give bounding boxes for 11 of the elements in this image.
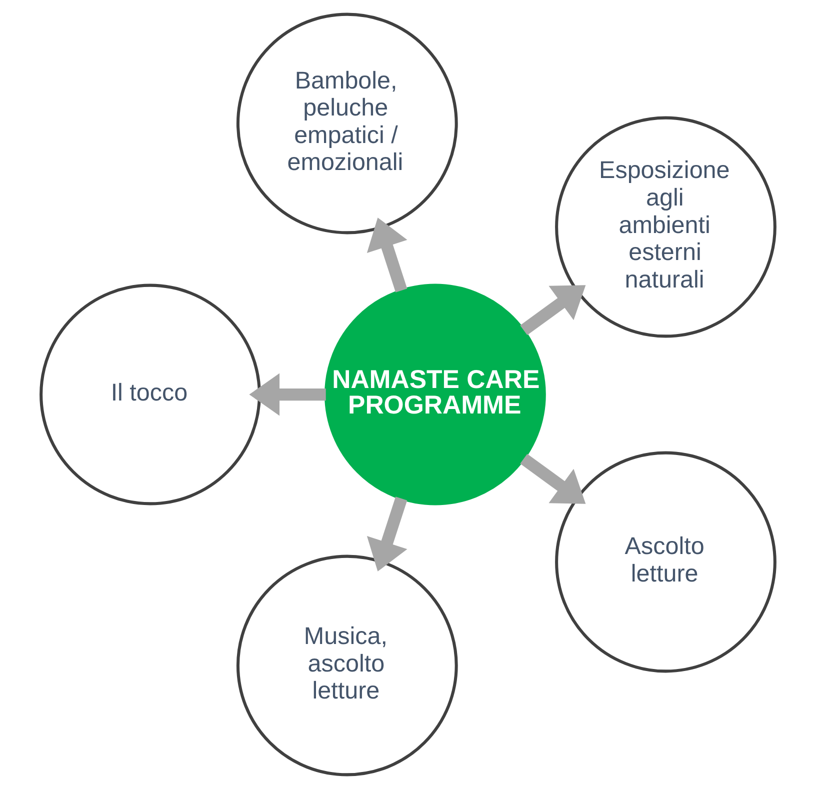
node-circle: Bambole, peluche empatici / emozionali	[236, 12, 458, 234]
node-circle: Musica, ascolto letture	[236, 554, 458, 776]
node-circle: Il tocco	[40, 284, 261, 506]
arrow	[366, 218, 408, 292]
node-circle: NAMASTE CARE PROGRAMME	[324, 284, 546, 506]
arrow	[520, 285, 586, 336]
arrow	[366, 496, 408, 572]
arrow	[520, 454, 586, 504]
node-circle: Ascolto letture	[555, 451, 776, 673]
arrow	[249, 373, 326, 416]
node-circle: Esposizione agli ambienti esterni naturali	[555, 116, 776, 338]
